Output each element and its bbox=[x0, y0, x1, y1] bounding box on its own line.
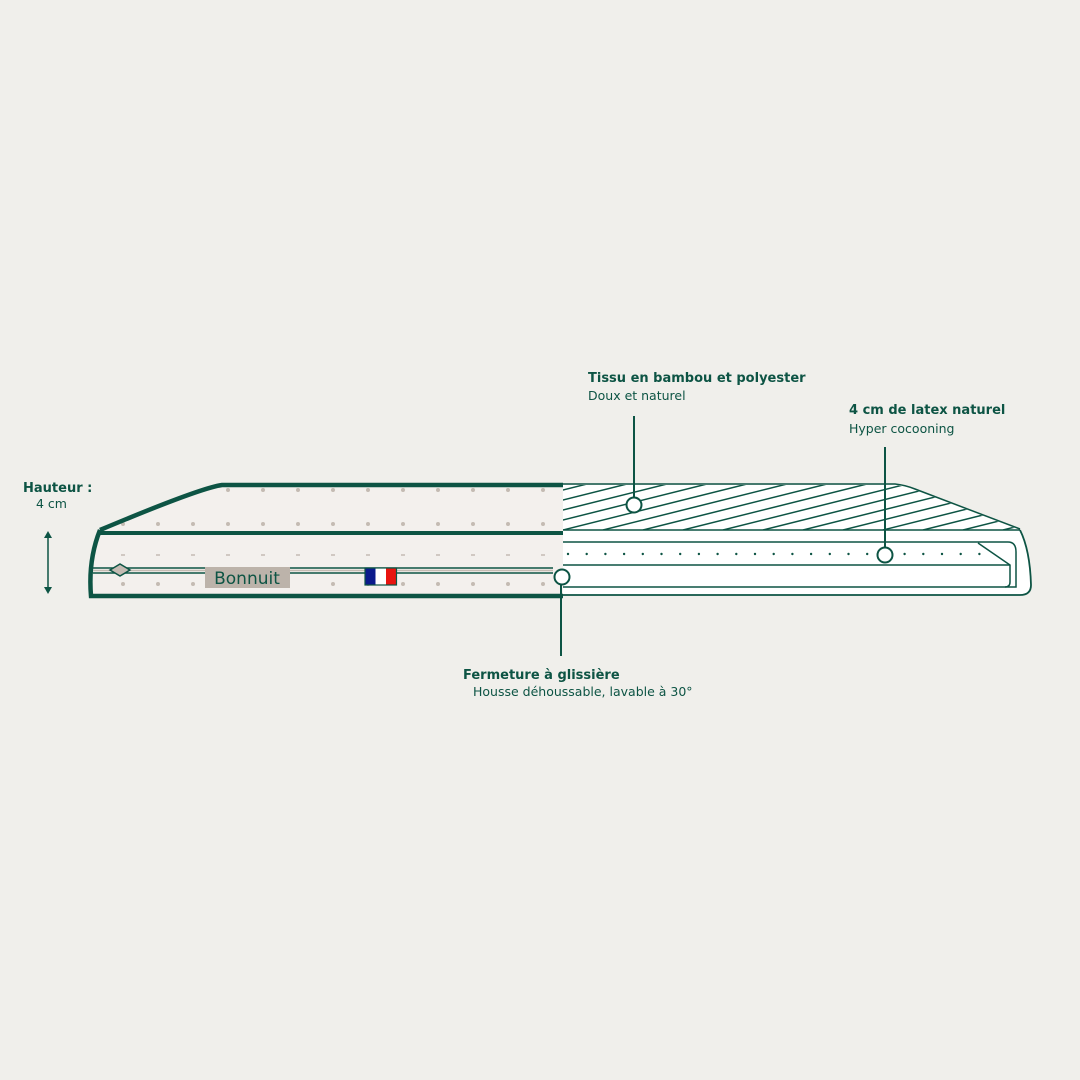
fabric-callout-subtitle: Doux et naturel bbox=[588, 388, 686, 403]
latex-callout-subtitle: Hyper cocooning bbox=[849, 421, 954, 436]
height-title: Hauteur : bbox=[23, 481, 92, 496]
zipper-marker bbox=[553, 568, 571, 586]
fabric-marker bbox=[625, 496, 643, 514]
cover-top-edge bbox=[99, 482, 563, 533]
outer-cover-edge bbox=[563, 529, 1032, 596]
brand-label-text: Bonnuit bbox=[214, 569, 280, 589]
cover-dot-pattern bbox=[121, 488, 545, 586]
fabric-callout-title: Tissu en bambou et polyester bbox=[588, 371, 806, 386]
height-value: 4 cm bbox=[36, 496, 67, 511]
brand-label bbox=[205, 567, 290, 588]
cover-closed-section: Bonnuit bbox=[88, 482, 564, 599]
latex-layer-outline bbox=[563, 541, 1017, 588]
zipper-callout-subtitle: Housse déhoussable, lavable à 30° bbox=[473, 684, 693, 699]
latex-callout-title: 4 cm de latex naturel bbox=[849, 403, 1005, 418]
zipper-callout-title: Fermeture à glissière bbox=[463, 668, 620, 683]
latex-marker bbox=[876, 546, 894, 564]
latex-dot-pattern bbox=[566, 552, 981, 556]
double-arrow-vertical-icon bbox=[44, 531, 52, 594]
france-flag-icon bbox=[364, 567, 398, 586]
zipper-pull-icon bbox=[108, 563, 132, 577]
cover-bottom-edge bbox=[88, 529, 563, 599]
open-cross-section bbox=[563, 483, 1032, 596]
callout-markers bbox=[553, 416, 894, 656]
